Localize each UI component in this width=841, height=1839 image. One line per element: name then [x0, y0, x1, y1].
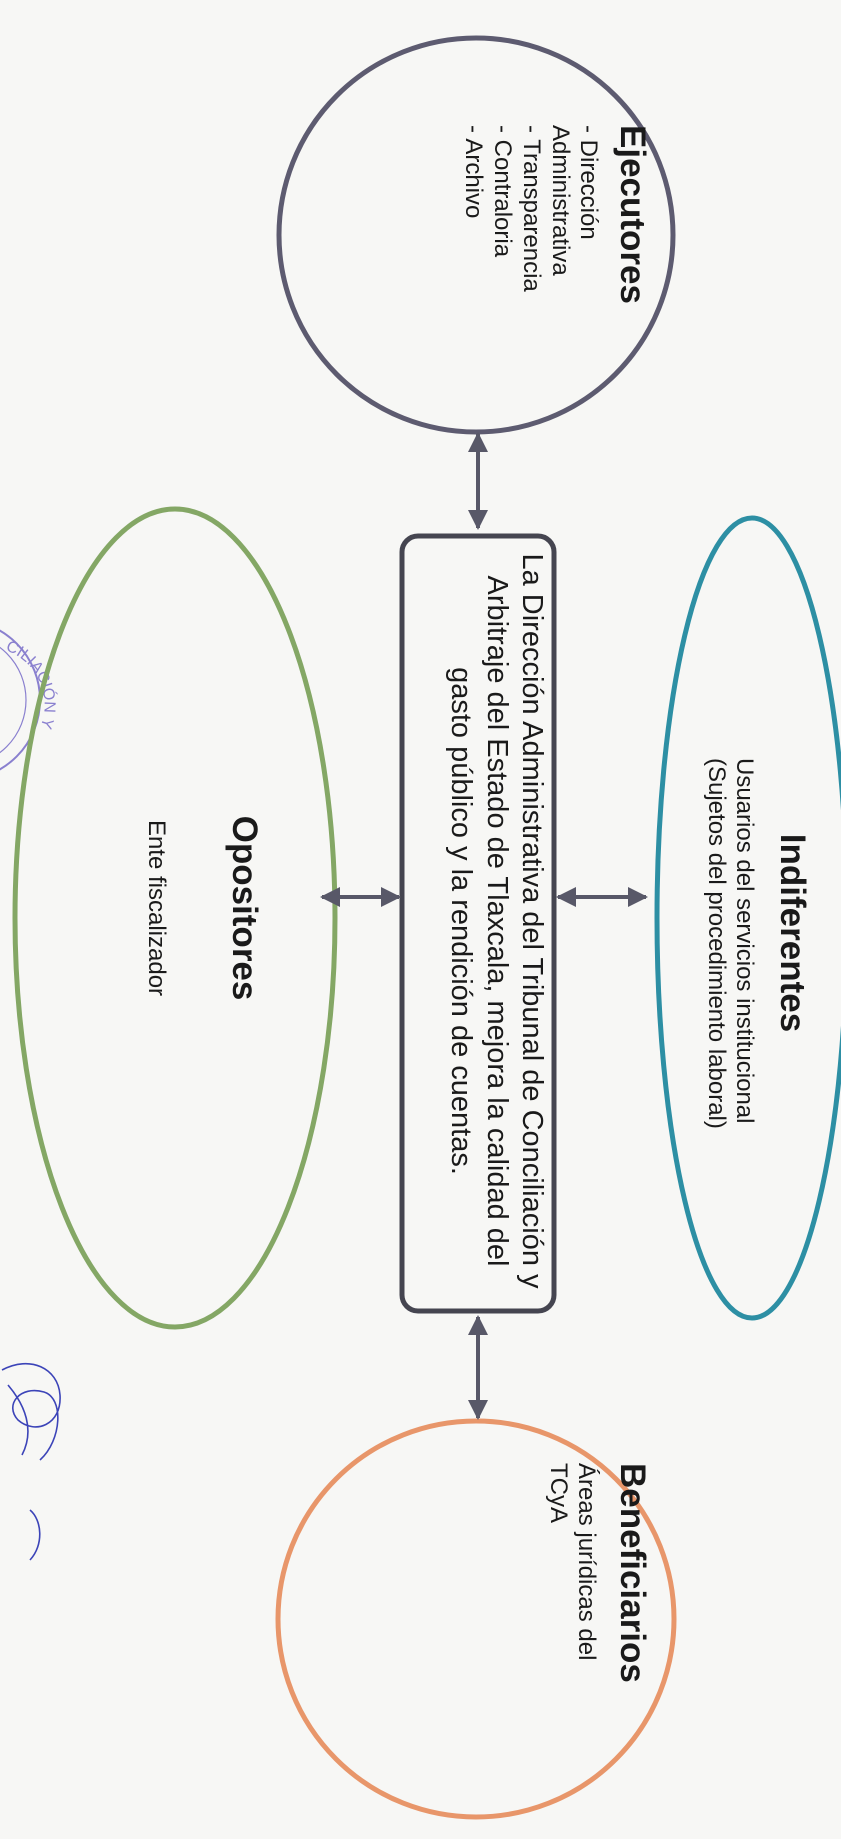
beneficiarios-circle	[275, 1418, 677, 1820]
indiferentes-text: Usuarios del servicios institucional (Su…	[701, 758, 759, 1129]
central-line: gasto público y la rendición de cuentas.	[445, 667, 478, 1175]
beneficiarios-group: Beneficiarios Áreas jurídicas del TCyA	[543, 1463, 652, 1683]
opositores-text: Ente fiscalizador	[142, 758, 171, 1058]
signature	[1, 1362, 61, 1561]
indiferentes-title: Indiferentes	[773, 833, 812, 1033]
opositores-group: Opositores Ente fiscalizador	[142, 758, 265, 1058]
beneficiarios-line: TCyA	[544, 1463, 572, 1523]
central-statement: La Dirección Administrativa del Tribunal…	[443, 546, 549, 1296]
ejecutores-item: - Transparencia	[517, 125, 545, 292]
ejecutores-list: - Dirección Administrativa - Transparenc…	[459, 125, 603, 304]
ejecutores-item: - Dirección	[575, 125, 603, 240]
ejecutores-item: - Contraloria	[489, 125, 517, 258]
indiferentes-ellipse	[654, 515, 841, 1321]
central-line: La Dirección Administrativa del Tribunal…	[516, 553, 548, 1289]
ejecutores-item: Administrativa	[546, 125, 574, 276]
beneficiarios-title: Beneficiarios	[613, 1463, 652, 1683]
ejecutores-title: Ejecutores	[613, 125, 652, 304]
indiferentes-line: Usuarios del servicios institucional	[731, 758, 759, 1124]
central-line: Arbitraje del Estado de Tlaxcala, mejora…	[480, 575, 513, 1267]
beneficiarios-text: Áreas jurídicas del TCyA	[543, 1463, 601, 1683]
ejecutores-group: Ejecutores - Dirección Administrativa - …	[459, 125, 652, 304]
indiferentes-group: Indiferentes Usuarios del servicios inst…	[701, 758, 812, 1129]
beneficiarios-line: Áreas jurídicas del	[573, 1463, 601, 1661]
ejecutores-item: - Archivo	[460, 125, 488, 219]
central-box	[399, 533, 557, 1314]
opositores-line: Ente fiscalizador	[143, 819, 171, 997]
indiferentes-line: (Sujetos del procedimiento laboral)	[702, 758, 730, 1129]
central-text: La Dirección Administrativa del Tribunal…	[443, 546, 549, 1296]
opositores-ellipse	[12, 506, 338, 1330]
opositores-title: Opositores	[225, 815, 264, 1001]
